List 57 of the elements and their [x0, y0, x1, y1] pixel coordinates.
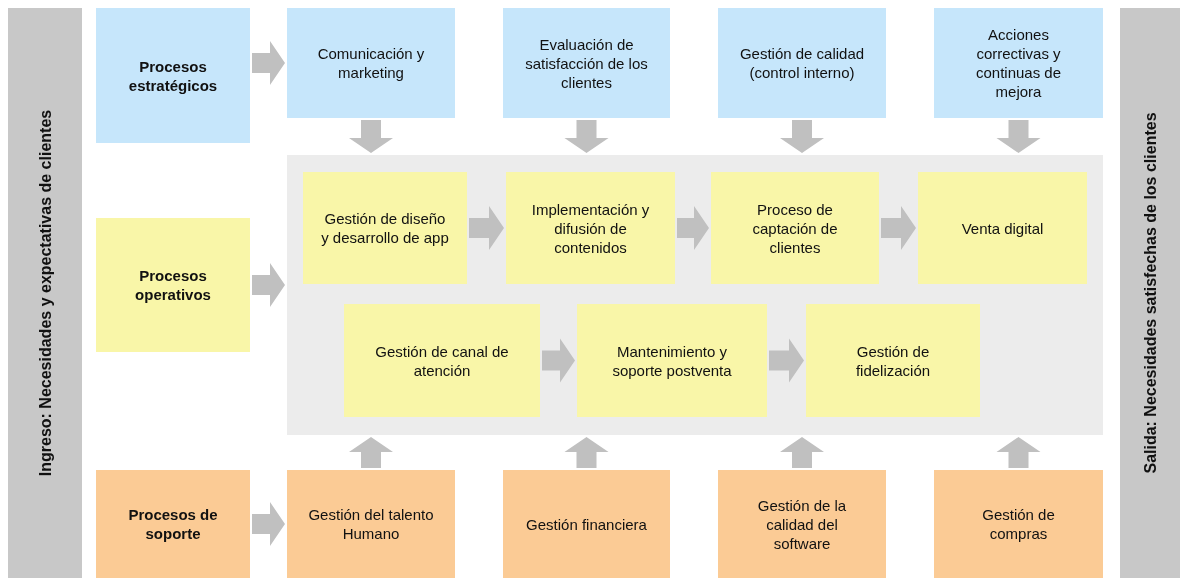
process-box: [287, 470, 455, 578]
block-arrow: [252, 502, 285, 546]
process-box: [577, 304, 767, 417]
block-arrow: [564, 437, 609, 468]
process-label: Gestión de calidad (control interno): [738, 44, 866, 82]
process-label: Gestión de diseño y desarrollo de app: [320, 209, 450, 247]
process-label: Proceso de captación de clientes: [751, 199, 839, 257]
process-label: Gestión de la calidad del software: [756, 495, 848, 553]
block-arrow: [996, 437, 1041, 468]
process-label: Gestión de compras: [981, 505, 1056, 543]
process-box: [718, 470, 886, 578]
block-arrow: [469, 206, 504, 250]
block-arrow: [542, 338, 575, 383]
side-label: Salida: Necesidades satisfechas de los clientes: [1140, 112, 1160, 474]
block-arrow: [769, 338, 804, 383]
block-arrow: [780, 120, 824, 153]
block-arrow: [252, 263, 285, 307]
category-label: Procesos de soporte: [127, 505, 219, 543]
category-label: Procesos estratégicos: [127, 56, 219, 95]
block-arrow: [780, 437, 824, 468]
process-label: Implementación y difusión de contenidos: [530, 199, 651, 257]
panel-background: [287, 155, 1103, 435]
process-box: [344, 304, 540, 417]
process-label: Gestión del talento Humano: [307, 505, 435, 543]
process-label: Evaluación de satisfacción de los clientes: [524, 34, 649, 92]
block-arrow: [252, 41, 285, 85]
block-arrow: [349, 437, 393, 468]
side-bar: [8, 8, 82, 578]
process-box: [287, 8, 455, 118]
category-box: [96, 470, 250, 578]
process-label: Mantenimiento y soporte postventa: [611, 341, 733, 380]
category-box: [96, 8, 250, 143]
block-arrow: [881, 206, 916, 250]
process-box: [506, 172, 675, 284]
block-arrow: [564, 120, 609, 153]
process-box: [303, 172, 467, 284]
process-label: Gestión de canal de atención: [374, 341, 510, 380]
process-box: [718, 8, 886, 118]
block-arrow: [996, 120, 1041, 153]
process-box: [934, 470, 1103, 578]
side-label: Ingreso: Necesidades y expectativas de clientes: [35, 109, 55, 477]
process-label: Comunicación y marketing: [316, 44, 426, 82]
side-bar: [1120, 8, 1180, 578]
process-box: [503, 470, 670, 578]
process-box: [918, 172, 1087, 284]
process-box: [806, 304, 980, 417]
process-box: [711, 172, 879, 284]
process-box: [934, 8, 1103, 118]
process-label: Venta digital: [960, 218, 1045, 238]
process-label: Gestión financiera: [525, 514, 648, 534]
process-label: Acciones correctivas y continuas de mejora: [974, 25, 1063, 101]
block-arrow: [677, 206, 709, 250]
category-label: Procesos operativos: [134, 266, 212, 304]
process-label: Gestión de fidelización: [854, 341, 932, 380]
block-arrow: [349, 120, 393, 153]
process-box: [503, 8, 670, 118]
category-box: [96, 218, 250, 352]
